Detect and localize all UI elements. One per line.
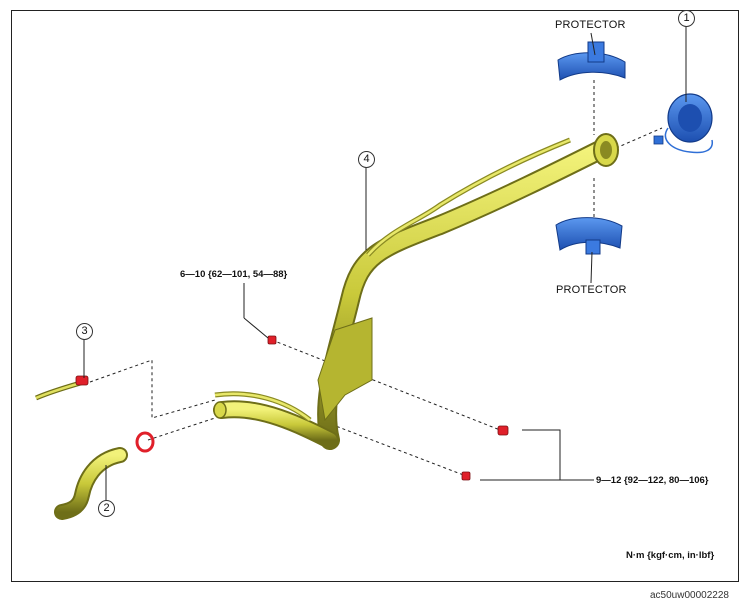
leader-lines [83, 26, 687, 500]
filler-pipe [213, 133, 619, 450]
fuel-hose [54, 447, 128, 520]
unit-note: N·m {kgf·cm, in·lbf} [626, 550, 715, 561]
protector-top-part [557, 41, 626, 81]
protector-top-label: PROTECTOR [555, 19, 626, 31]
document-id: ac50uw00002228 [650, 590, 729, 601]
diagram-frame [11, 10, 739, 582]
protector-bottom-label: PROTECTOR [556, 284, 627, 296]
callout-1: 1 [678, 10, 695, 27]
torque-spec-lower: 9—12 {92—122, 80—106} [596, 475, 709, 486]
protector-bottom-part [555, 217, 623, 255]
callout-4: 4 [358, 151, 375, 168]
fuel-cap [653, 93, 713, 154]
fasteners [75, 335, 509, 481]
torque-spec-upper: 6—10 {62—101, 54—88} [180, 269, 288, 280]
callout-3: 3 [76, 323, 93, 340]
assembly-dashed-lines [89, 80, 663, 477]
callout-2: 2 [98, 500, 115, 517]
